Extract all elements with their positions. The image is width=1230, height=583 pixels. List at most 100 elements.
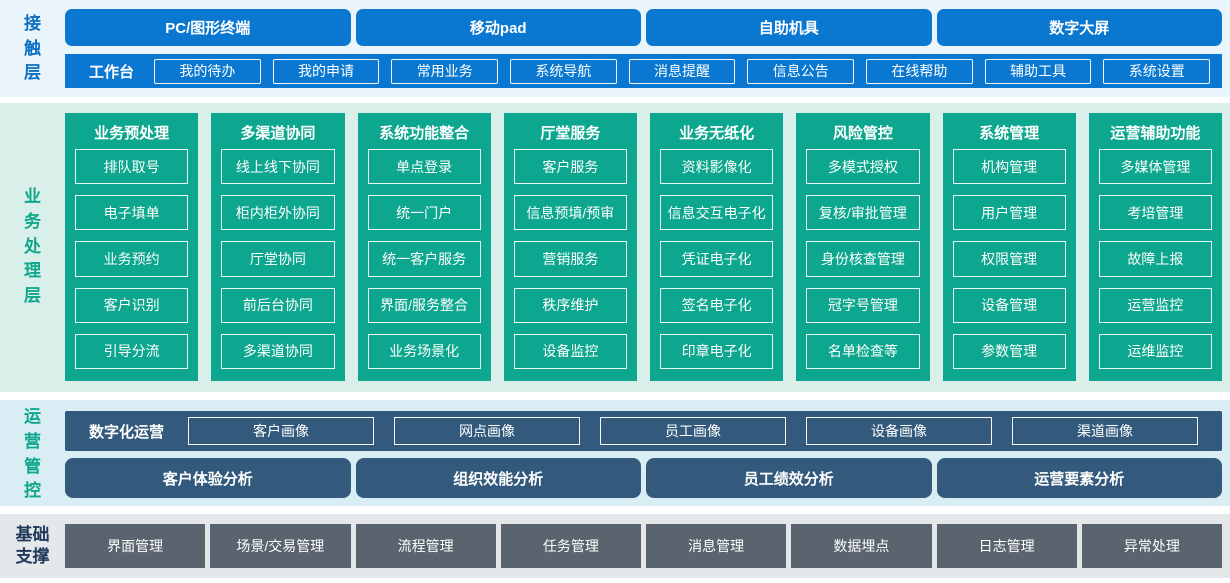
foundation-scene-transaction-management: 场景/交易管理 [210, 524, 351, 568]
portrait-channel: 渠道画像 [1012, 417, 1199, 445]
feature-box: 用户管理 [952, 195, 1066, 231]
contact-layer-content: PC/图形终端 移动pad 自助机具 数字大屏 工作台 我的待办 我的申请 常用… [65, 9, 1222, 89]
operations-control-band: 运营管控 数字化运营 客户画像 网点画像 员工画像 设备画像 渠道画像 客户体验… [0, 400, 1230, 506]
analysis-ops-elements: 运营要素分析 [936, 458, 1222, 498]
feature-box: 业务场景化 [367, 333, 481, 370]
workbench-item-system-settings: 系统设置 [1103, 58, 1211, 84]
workbench-item-online-help: 在线帮助 [866, 58, 973, 84]
analysis-customer-experience: 客户体验分析 [65, 458, 351, 498]
terminal-row: PC/图形终端 移动pad 自助机具 数字大屏 [65, 9, 1222, 46]
column-ops-auxiliary: 运营辅助功能 多媒体管理 考培管理 故障上报 运营监控 运维监控 [1088, 113, 1222, 381]
feature-box: 线上线下协同 [221, 149, 335, 185]
column-system-management: 系统管理 机构管理 用户管理 权限管理 设备管理 参数管理 [942, 113, 1076, 381]
terminal-digital-screen: 数字大屏 [936, 9, 1222, 46]
feature-box: 复核/审批管理 [806, 195, 920, 231]
column-title: 多渠道协同 [240, 125, 316, 142]
feature-box: 参数管理 [952, 333, 1066, 370]
feature-box: 电子填单 [75, 195, 189, 231]
contact-layer-label: 接触层 [24, 14, 41, 83]
feature-box: 界面/服务整合 [367, 287, 481, 323]
digital-operations-label: 数字化运营 [89, 423, 165, 441]
column-hall-service: 厅堂服务 客户服务 信息预填/预审 营销服务 秩序维护 设备监控 [503, 113, 637, 381]
business-layer-label: 业务处理层 [24, 187, 41, 305]
feature-box: 权限管理 [952, 241, 1066, 277]
portrait-branch: 网点画像 [394, 417, 581, 445]
terminal-mobile-pad: 移动pad [355, 9, 641, 46]
feature-box: 信息预填/预审 [513, 195, 627, 231]
column-paperless-business: 业务无纸化 资料影像化 信息交互电子化 凭证电子化 签名电子化 印章电子化 [650, 113, 784, 381]
feature-box: 身份核查管理 [806, 241, 920, 277]
column-title: 业务无纸化 [679, 125, 755, 142]
workbench-label: 工作台 [89, 63, 135, 81]
feature-box: 考培管理 [1098, 195, 1212, 231]
feature-box: 名单检查等 [806, 333, 920, 370]
column-title: 厅堂服务 [540, 125, 601, 142]
foundation-message-management: 消息管理 [646, 524, 787, 568]
contact-layer-band: 接触层 PC/图形终端 移动pad 自助机具 数字大屏 工作台 我的待办 我的申… [0, 0, 1230, 97]
analysis-org-efficiency: 组织效能分析 [355, 458, 641, 498]
portrait-customer: 客户画像 [188, 417, 375, 445]
column-multichannel-collab: 多渠道协同 线上线下协同 柜内柜外协同 厅堂协同 前后台协同 多渠道协同 [211, 113, 345, 381]
foundation-ui-management: 界面管理 [65, 524, 206, 568]
business-columns: 业务预处理 排队取号 电子填单 业务预约 客户识别 引导分流 多渠道协同 线上线… [65, 113, 1222, 381]
feature-box: 业务预约 [75, 241, 189, 277]
feature-box: 排队取号 [75, 149, 189, 185]
feature-box: 统一客户服务 [367, 241, 481, 277]
analysis-employee-performance: 员工绩效分析 [646, 458, 932, 498]
feature-box: 客户识别 [75, 287, 189, 323]
feature-box: 柜内柜外协同 [221, 195, 335, 231]
feature-box: 故障上报 [1098, 241, 1212, 277]
feature-box: 机构管理 [952, 149, 1066, 185]
feature-box: 设备管理 [952, 287, 1066, 323]
feature-box: 运营监控 [1098, 287, 1212, 323]
feature-box: 凭证电子化 [660, 241, 774, 277]
column-title: 风险管控 [832, 125, 893, 142]
feature-box: 营销服务 [513, 241, 627, 277]
operations-content: 数字化运营 客户画像 网点画像 员工画像 设备画像 渠道画像 客户体验分析 组织… [65, 411, 1222, 498]
workbench-item-system-nav: 系统导航 [510, 58, 617, 84]
foundation-log-management: 日志管理 [936, 524, 1077, 568]
foundation-layer-label: 基础支撑 [15, 524, 50, 566]
column-title: 运营辅助功能 [1110, 125, 1201, 142]
feature-box: 设备监控 [513, 333, 627, 370]
column-title: 系统功能整合 [379, 125, 470, 142]
workbench-item-message-reminder: 消息提醒 [628, 58, 736, 84]
column-risk-control: 风险管控 多模式授权 复核/审批管理 身份核查管理 冠字号管理 名单检查等 [796, 113, 930, 381]
foundation-exception-handling: 异常处理 [1081, 524, 1222, 568]
workbench-item-todo: 我的待办 [154, 58, 261, 84]
portrait-device: 设备画像 [806, 417, 993, 445]
column-title: 业务预处理 [94, 125, 170, 142]
workbench-item-aux-tools: 辅助工具 [984, 58, 1092, 84]
foundation-support-band: 基础支撑 界面管理 场景/交易管理 流程管理 任务管理 消息管理 数据埋点 日志… [0, 514, 1230, 578]
workbench-item-info-bulletin: 信息公告 [747, 58, 855, 84]
feature-box: 厅堂协同 [221, 241, 335, 277]
feature-box: 多媒体管理 [1098, 149, 1212, 185]
feature-box: 冠字号管理 [806, 287, 920, 323]
feature-box: 秩序维护 [513, 287, 627, 323]
feature-box: 多模式授权 [806, 149, 920, 185]
business-processing-band: 业务处理层 业务预处理 排队取号 电子填单 业务预约 客户识别 引导分流 多渠道… [0, 103, 1230, 392]
feature-box: 签名电子化 [660, 287, 774, 323]
workbench-bar: 工作台 我的待办 我的申请 常用业务 系统导航 消息提醒 信息公告 在线帮助 辅… [65, 54, 1222, 88]
digital-operations-bar: 数字化运营 客户画像 网点画像 员工画像 设备画像 渠道画像 [65, 411, 1222, 451]
column-title: 系统管理 [979, 125, 1040, 142]
workbench-item-common-business: 常用业务 [391, 58, 499, 84]
feature-box: 运维监控 [1098, 333, 1212, 370]
foundation-process-management: 流程管理 [355, 524, 496, 568]
feature-box: 统一门户 [367, 195, 481, 231]
feature-box: 单点登录 [367, 149, 481, 185]
operations-layer-label: 运营管控 [24, 407, 41, 501]
feature-box: 前后台协同 [221, 287, 335, 323]
feature-box: 引导分流 [75, 333, 189, 370]
terminal-pc-graphic: PC/图形终端 [65, 9, 351, 46]
column-business-preprocessing: 业务预处理 排队取号 电子填单 业务预约 客户识别 引导分流 [65, 113, 199, 381]
analysis-row: 客户体验分析 组织效能分析 员工绩效分析 运营要素分析 [65, 458, 1222, 498]
portrait-employee: 员工画像 [600, 417, 787, 445]
foundation-task-management: 任务管理 [500, 524, 641, 568]
feature-box: 资料影像化 [660, 149, 774, 185]
terminal-self-service: 自助机具 [646, 9, 932, 46]
feature-box: 印章电子化 [660, 333, 774, 370]
feature-box: 多渠道协同 [221, 333, 335, 370]
column-system-integration: 系统功能整合 单点登录 统一门户 统一客户服务 界面/服务整合 业务场景化 [357, 113, 491, 381]
